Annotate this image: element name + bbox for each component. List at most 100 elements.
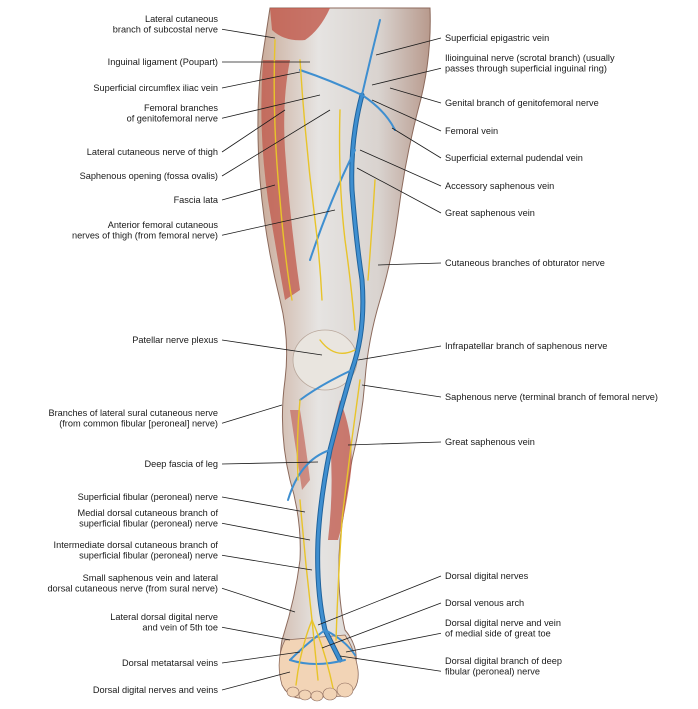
label-line: passes through superficial inguinal ring…: [445, 63, 607, 73]
label-line: Great saphenous vein: [445, 437, 535, 447]
label-line: of medial side of great toe: [445, 628, 551, 638]
leader-accessory-saphenous: [359, 149, 442, 187]
right-labels: Superficial epigastric veinIlioinguinal …: [445, 33, 658, 676]
label-line: Dorsal digital branch of deep: [445, 656, 562, 666]
label-inguinal-ligament: Inguinal ligament (Poupart): [108, 57, 218, 67]
leader-genital-br-genitofemoral: [389, 87, 442, 104]
label-line: Cutaneous branches of obturator nerve: [445, 258, 605, 268]
label-ilioinguinal: Ilioinguinal nerve (scrotal branch) (usu…: [445, 53, 615, 74]
label-dorsal-metatarsal-veins: Dorsal metatarsal veins: [122, 658, 218, 668]
label-line: Intermediate dorsal cutaneous branch of: [54, 540, 219, 550]
vein-tributaries: [287, 19, 396, 665]
label-line: of genitofemoral nerve: [127, 113, 218, 123]
label-line: branch of subcostal nerve: [113, 24, 218, 34]
leader-ant-femoral-cut: [221, 209, 336, 236]
label-saphenous-opening: Saphenous opening (fossa ovalis): [80, 171, 218, 181]
leader-dorsal-venous-arch: [321, 602, 442, 649]
label-line: Fascia lata: [174, 195, 219, 205]
label-great-saphenous-2: Great saphenous vein: [445, 437, 535, 447]
leader-sup-ext-pudendal: [391, 127, 442, 159]
leader-infrapatellar: [357, 345, 442, 361]
leg-illustration: [257, 7, 431, 702]
label-line: Medial dorsal cutaneous branch of: [78, 508, 219, 518]
label-line: superficial fibular (peroneal) nerve: [79, 518, 218, 528]
label-line: Genital branch of genitofemoral nerve: [445, 98, 599, 108]
leader-saphenous-opening: [221, 109, 331, 177]
label-sup-epigastric-vein: Superficial epigastric vein: [445, 33, 549, 43]
label-line: Dorsal venous arch: [445, 598, 524, 608]
label-line: Femoral vein: [445, 126, 498, 136]
leader-dorsal-digital-deep-fibular: [339, 655, 442, 672]
leader-saphenous-terminal: [361, 384, 442, 398]
leader-dorsal-digital-medial-great-toe: [345, 632, 442, 653]
label-line: (from common fibular [peroneal] nerve): [59, 418, 218, 428]
label-sup-ext-pudendal: Superficial external pudendal vein: [445, 153, 583, 163]
label-line: Dorsal digital nerve and vein: [445, 618, 561, 628]
label-line: Saphenous nerve (terminal branch of femo…: [445, 392, 658, 402]
leader-great-saphenous-2: [347, 441, 442, 446]
leader-lat-cut-nerve-thigh: [221, 109, 286, 153]
label-saphenous-terminal: Saphenous nerve (terminal branch of femo…: [445, 392, 658, 402]
label-line: nerves of thigh (from femoral nerve): [72, 230, 218, 240]
leader-small-saphenous: [221, 587, 296, 613]
label-femoral-vein: Femoral vein: [445, 126, 498, 136]
label-fascia-lata: Fascia lata: [174, 195, 219, 205]
label-line: and vein of 5th toe: [142, 622, 218, 632]
label-line: Superficial fibular (peroneal) nerve: [78, 492, 218, 502]
label-great-saphenous-1: Great saphenous vein: [445, 208, 535, 218]
leader-ilioinguinal: [371, 67, 442, 86]
leader-intermediate-dorsal-cut: [221, 554, 313, 571]
label-line: Saphenous opening (fossa ovalis): [80, 171, 218, 181]
label-line: Ilioinguinal nerve (scrotal branch) (usu…: [445, 53, 615, 63]
label-lat-cut-nerve-thigh: Lateral cutaneous nerve of thigh: [87, 147, 218, 157]
label-line: Anterior femoral cutaneous: [108, 220, 219, 230]
leader-deep-fascia-leg: [221, 461, 319, 465]
label-line: Accessory saphenous vein: [445, 181, 554, 191]
groin-muscle: [270, 8, 330, 41]
label-line: fibular (peroneal) nerve: [445, 666, 540, 676]
label-line: Lateral cutaneous nerve of thigh: [87, 147, 218, 157]
label-line: Inguinal ligament (Poupart): [108, 57, 218, 67]
label-genital-br-genitofemoral: Genital branch of genitofemoral nerve: [445, 98, 599, 108]
leader-sup-fibular-nerve: [221, 496, 306, 513]
label-line: Superficial epigastric vein: [445, 33, 549, 43]
label-dorsal-venous-arch: Dorsal venous arch: [445, 598, 524, 608]
cutaneous-nerves: [273, 39, 376, 689]
leader-femoral-vein: [371, 99, 442, 132]
label-line: Lateral cutaneous: [145, 14, 218, 24]
label-line: Dorsal digital nerves and veins: [93, 685, 219, 695]
label-line: Dorsal metatarsal veins: [122, 658, 218, 668]
label-line: Infrapatellar branch of saphenous nerve: [445, 341, 607, 351]
label-sup-fibular-nerve: Superficial fibular (peroneal) nerve: [78, 492, 218, 502]
label-line: Great saphenous vein: [445, 208, 535, 218]
label-dorsal-digital-nerves-veins: Dorsal digital nerves and veins: [93, 685, 219, 695]
leader-lat-cut-subcostal: [221, 28, 276, 39]
label-line: Superficial external pudendal vein: [445, 153, 583, 163]
leader-fascia-lata: [221, 184, 276, 201]
label-dorsal-digital-nerves: Dorsal digital nerves: [445, 571, 529, 581]
leader-dorsal-digital-nerves-veins: [221, 671, 291, 691]
shin-muscle: [290, 410, 310, 490]
leader-lines: [221, 28, 442, 691]
label-line: Deep fascia of leg: [144, 459, 218, 469]
label-patellar-plexus: Patellar nerve plexus: [132, 335, 218, 345]
leader-lat-sural-branches: [221, 404, 283, 424]
leader-lat-dorsal-digital-5th: [221, 626, 291, 641]
label-cut-br-obturator: Cutaneous branches of obturator nerve: [445, 258, 605, 268]
label-line: Superficial circumflex iliac vein: [93, 83, 218, 93]
label-deep-fascia-leg: Deep fascia of leg: [144, 459, 218, 469]
leader-great-saphenous-1: [356, 167, 442, 214]
leader-dorsal-metatarsal-veins: [221, 651, 301, 664]
label-line: superficial fibular (peroneal) nerve: [79, 550, 218, 560]
leader-dorsal-digital-nerves: [317, 575, 442, 626]
